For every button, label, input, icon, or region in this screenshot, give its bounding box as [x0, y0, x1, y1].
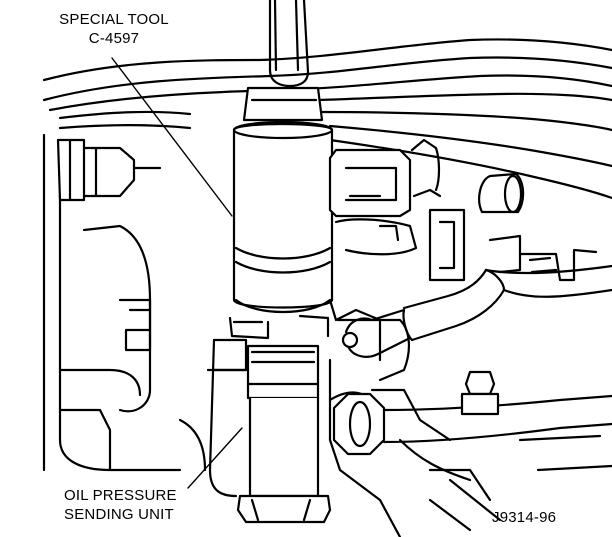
engine-bracket-left — [42, 133, 207, 472]
engine-housing — [206, 298, 502, 537]
sensor-connector-right — [328, 138, 598, 282]
leader-lines — [111, 57, 243, 489]
pipe-fitting-lower-right — [332, 370, 612, 502]
sending-unit-label: OIL PRESSURE SENDING UNIT — [64, 486, 177, 524]
special-tool-label-line2: C-4597 — [88, 30, 140, 47]
special-tool-label: SPECIAL TOOL C-4597 — [50, 10, 178, 48]
tool-handle-cable — [268, 0, 310, 88]
wiring-harness — [42, 38, 612, 200]
special-tool-label-line1: SPECIAL TOOL — [59, 11, 169, 28]
sending-unit-label-line1: OIL PRESSURE — [64, 487, 177, 504]
vacuum-hose — [341, 264, 612, 358]
oil-pressure-sending-unit — [236, 344, 332, 524]
figure-id: J9314-96 — [492, 509, 557, 526]
special-tool-c4597 — [228, 86, 334, 340]
sending-unit-label-line2: SENDING UNIT — [64, 506, 174, 523]
